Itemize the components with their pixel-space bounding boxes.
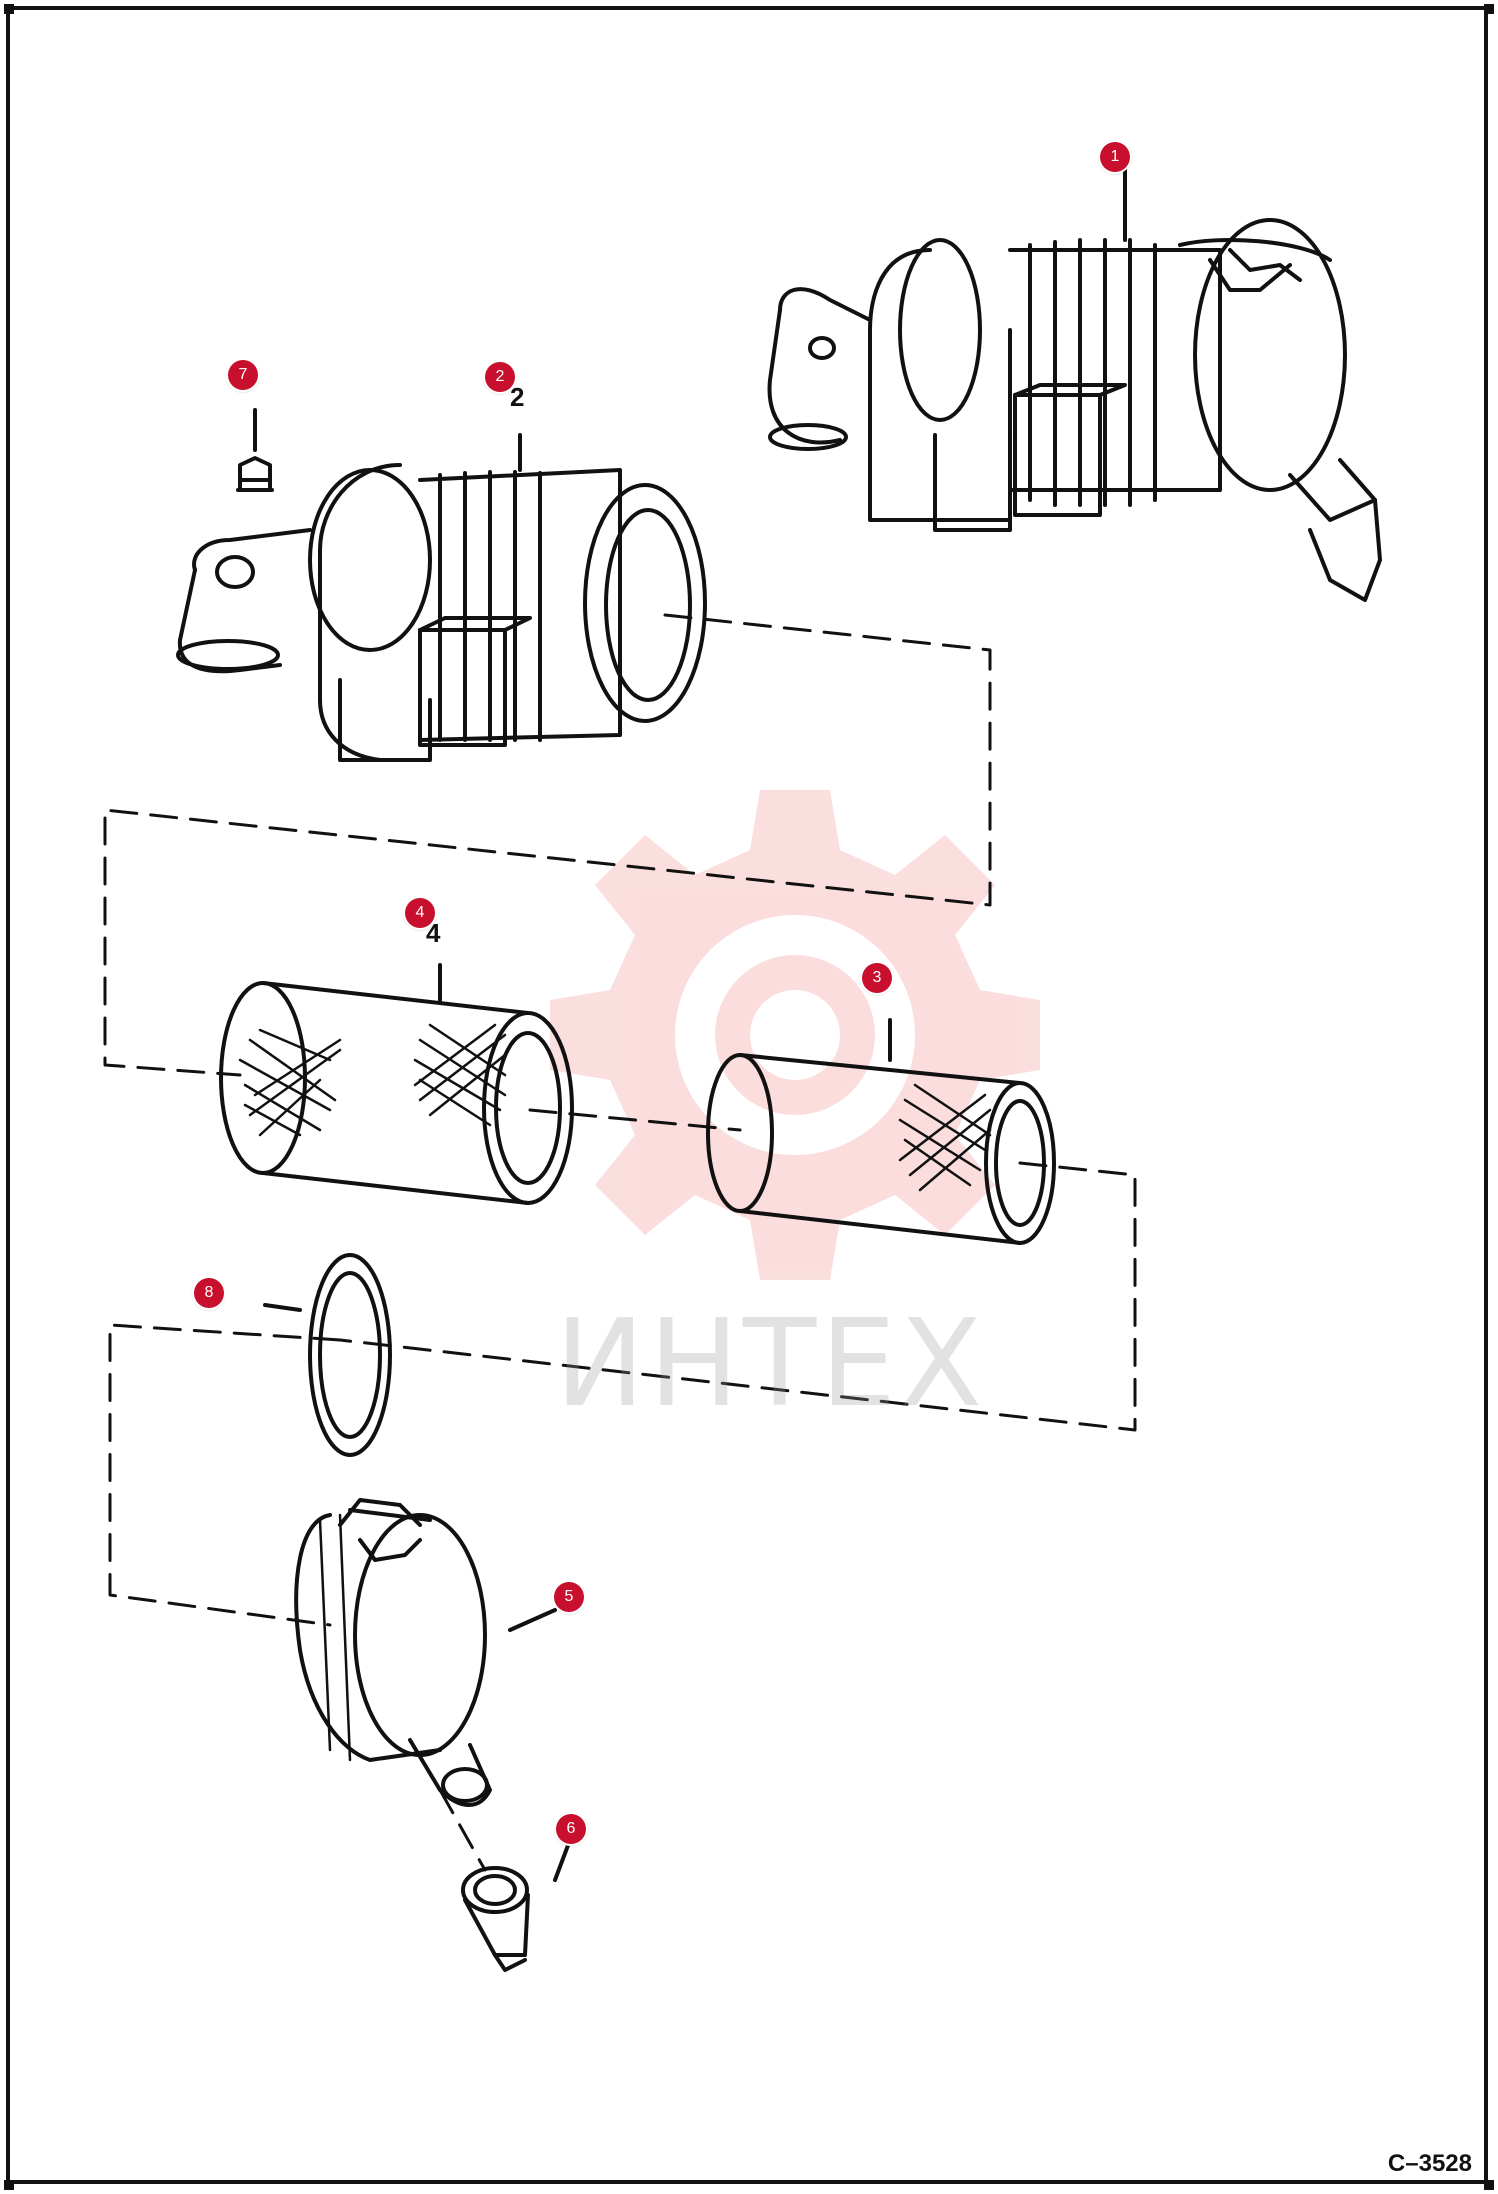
callout-6[interactable]: 6 <box>556 1814 586 1844</box>
part-8-gasket <box>263 1253 392 1457</box>
assembly-dashed-lines <box>103 613 1137 1872</box>
callout-4[interactable]: 4 <box>405 898 435 928</box>
callout-2[interactable]: 2 <box>485 362 515 392</box>
part-number-2: 2 <box>510 382 525 412</box>
sheet-border <box>6 6 1488 2184</box>
callout-8[interactable]: 8 <box>194 1278 224 1308</box>
part-6-valve <box>461 1838 572 1972</box>
part-5-cover <box>294 1498 557 1807</box>
part-4-outer-filter <box>219 963 574 1205</box>
part-1-air-cleaner-assembly <box>767 158 1382 602</box>
part-number-4: 4 <box>426 918 441 948</box>
corner-mark <box>1484 4 1494 14</box>
part-3-inner-filter <box>706 1018 1056 1245</box>
callout-1[interactable]: 1 <box>1100 142 1130 172</box>
corner-mark <box>4 2180 14 2190</box>
watermark-text: ИНТЕХ <box>555 1295 987 1434</box>
corner-mark <box>4 4 14 14</box>
corner-mark <box>1484 2180 1494 2190</box>
callout-3[interactable]: 3 <box>862 963 892 993</box>
callout-7[interactable]: 7 <box>228 360 258 390</box>
part-7-fitting <box>236 408 274 492</box>
part-2-housing <box>176 433 707 762</box>
watermark-gear-logo <box>550 790 1040 1280</box>
drawing-code: C–3528 <box>1387 2150 1472 2177</box>
callout-5[interactable]: 5 <box>554 1582 584 1612</box>
